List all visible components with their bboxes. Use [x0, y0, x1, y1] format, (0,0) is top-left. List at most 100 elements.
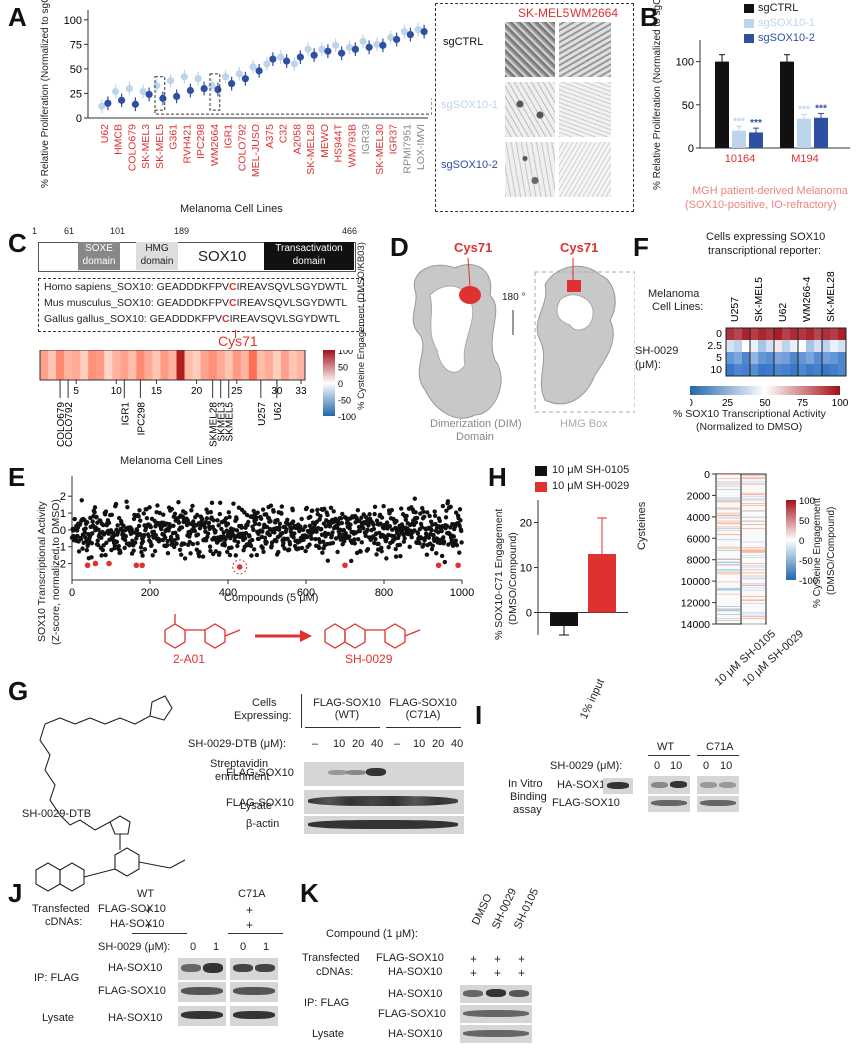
- compound-point: [239, 525, 244, 530]
- heat-cell: [798, 352, 807, 364]
- x-tick-label: 800: [375, 587, 393, 599]
- compound-point: [358, 549, 363, 554]
- compound-point: [202, 525, 208, 530]
- band: [651, 782, 668, 788]
- compound-point: [149, 542, 154, 548]
- compound-point: [412, 528, 417, 533]
- bar-sgsox10-2: [814, 117, 828, 148]
- compound-point: [134, 528, 140, 533]
- panel-label-c: C: [8, 228, 27, 258]
- panel-b-ylabel: % Relative Proliferation (Normalized to …: [652, 0, 663, 190]
- compound-point: [115, 529, 121, 535]
- cell-line-label: MEL-JUSO: [250, 124, 262, 177]
- cell-line-label: WM793B: [346, 124, 358, 167]
- acrylamide-bond: [138, 861, 171, 869]
- conc-label: 5: [716, 352, 722, 364]
- compound-point: [429, 528, 434, 533]
- conc-label: 0: [716, 328, 722, 340]
- colorbar-tick-label: -50: [799, 556, 813, 567]
- hmg-box-shape: [536, 265, 616, 405]
- compound-point: [319, 526, 324, 532]
- compound-point: [242, 536, 248, 541]
- compound-label-k: Compound (1 μM):: [326, 928, 418, 940]
- micrograph: [505, 22, 555, 77]
- seq-mus-musculus: Mus musculus_SOX10: GEADDDKFPVCIREAVSQVL…: [44, 297, 348, 309]
- compound-point: [315, 507, 320, 513]
- compound-point: [285, 517, 290, 523]
- heat-cell: [64, 350, 73, 380]
- compound-point: [168, 534, 174, 540]
- cell-line-label: U257: [729, 297, 741, 322]
- compound-point: [82, 530, 88, 535]
- colorbar-tick-label: 50: [759, 398, 771, 409]
- compound-point: [336, 522, 341, 527]
- category-label: 10164: [725, 153, 756, 165]
- compound-point: [90, 531, 95, 536]
- compound-point: [84, 547, 90, 553]
- compound-point: [272, 530, 277, 535]
- heat-cell: [88, 350, 97, 380]
- cys71-label: Cys71: [218, 333, 258, 349]
- point-sgsox10-2: [365, 43, 373, 51]
- compound-point: [208, 548, 213, 554]
- cell-line-label: A375: [264, 124, 276, 149]
- y-tick-label: 1: [60, 508, 66, 520]
- panel-b-xlabel-line1: MGH patient-derived Melanoma: [692, 185, 848, 197]
- dim-domain-label-2: Domain: [456, 431, 494, 443]
- bar-sh0029: [588, 554, 616, 613]
- heat-cell: [774, 352, 783, 364]
- dose-label-i: SH-0029 (μM):: [550, 760, 623, 772]
- legend-sgctrl: sgCTRL: [758, 2, 799, 14]
- compound-point: [377, 530, 382, 536]
- cell-line-label: COLO792: [236, 124, 248, 171]
- compound-point: [274, 538, 279, 544]
- group-wt-i: WT: [657, 741, 675, 753]
- lysate-label-k: Lysate: [312, 1028, 345, 1040]
- compound-point: [291, 534, 296, 540]
- band: [463, 1010, 529, 1017]
- compound-point: [227, 552, 233, 558]
- compound-point: [339, 520, 345, 526]
- point-sgsox10-1: [332, 41, 340, 49]
- compound-point: [430, 543, 435, 548]
- compound-point: [412, 496, 418, 501]
- row-ha-lysate-j: HA-SOX10: [108, 1012, 163, 1024]
- compound-point: [235, 543, 240, 549]
- group-underline-wt: [305, 727, 380, 728]
- plus: +: [246, 903, 254, 917]
- cell-line-label: SK-MEL3: [140, 124, 152, 169]
- compound-point: [75, 533, 80, 539]
- point-sgsox10-2: [241, 75, 249, 83]
- compound-point: [165, 551, 171, 556]
- compound-point: [374, 552, 379, 557]
- heat-y-tick-label: 10000: [681, 576, 710, 588]
- compound-point: [421, 509, 426, 514]
- blot-ha-wt: [648, 776, 690, 794]
- compound-point: [209, 500, 215, 506]
- heat-cell: [192, 350, 202, 380]
- compound-point: [401, 539, 407, 544]
- x-tick-label: 1000: [450, 587, 474, 599]
- point-sgsox10-2: [131, 100, 139, 108]
- cell-line-label: SK-MEL5: [753, 277, 765, 322]
- panel-f-cbar-label-2: (Normalized to DMSO): [696, 421, 803, 433]
- compound-point: [373, 536, 378, 542]
- compound-point: [188, 551, 193, 556]
- compound-point: [268, 519, 273, 524]
- compound-point: [169, 506, 175, 512]
- heat-y-tick-label: 4000: [687, 512, 711, 524]
- compound-point: [337, 532, 342, 537]
- compound-point: [217, 550, 222, 556]
- band: [509, 990, 529, 997]
- compound-point: [132, 540, 138, 545]
- biotin-ring: [149, 695, 173, 721]
- compound-point: [458, 518, 463, 523]
- compound-point: [387, 523, 393, 529]
- compound-point: [420, 506, 425, 511]
- compound-point: [235, 540, 241, 545]
- cell-line-label: RPMI7951: [401, 124, 413, 174]
- compound-point: [394, 518, 399, 524]
- cdna-flag: FLAG-SOX10: [98, 903, 166, 915]
- band: [463, 990, 483, 997]
